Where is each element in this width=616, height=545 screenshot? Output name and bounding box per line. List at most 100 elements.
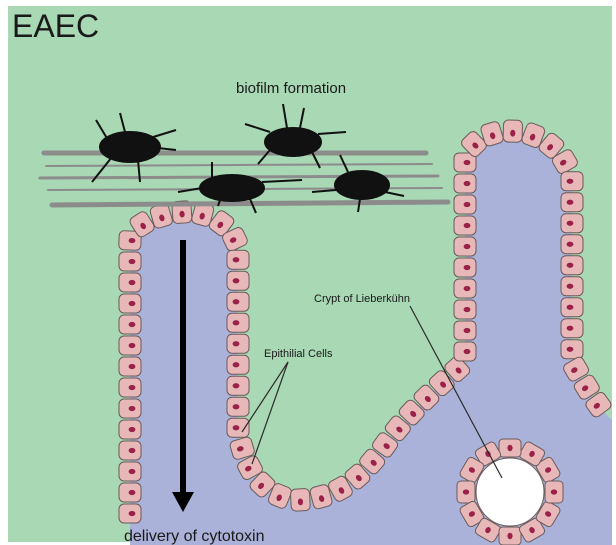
epithelial-cell [119, 420, 141, 439]
cell-nucleus [129, 301, 136, 306]
cell-nucleus [129, 490, 136, 495]
cell-nucleus [507, 445, 512, 451]
epithelial-cell [227, 292, 249, 311]
crypt-lumen [476, 458, 544, 526]
cell-nucleus [567, 305, 574, 310]
epithelial-cell [561, 340, 583, 359]
cell-nucleus [464, 349, 471, 354]
epithelial-cell [119, 315, 141, 334]
cell-nucleus [464, 181, 471, 186]
cell-nucleus [129, 427, 136, 432]
epithelial-cell [454, 237, 476, 256]
crypt-cell [499, 527, 521, 545]
epithelial-cell [454, 279, 476, 298]
cell-nucleus [129, 259, 136, 264]
label-delivery-of-cytotoxin: delivery of cytotoxin [124, 528, 265, 545]
epithelial-cell [454, 216, 476, 235]
epithelial-cell [119, 294, 141, 313]
epithelial-cell [454, 174, 476, 193]
epithelial-cell [119, 504, 141, 523]
epithelial-cell [561, 277, 583, 296]
cell-nucleus [129, 448, 136, 453]
epithelial-cell [119, 378, 141, 397]
epithelial-cell [227, 418, 249, 437]
cell-nucleus [464, 328, 471, 333]
cell-nucleus [567, 242, 574, 247]
epithelial-cell [454, 321, 476, 340]
epithelial-cell [227, 271, 249, 290]
cell-nucleus [129, 406, 136, 411]
cell-nucleus [567, 179, 574, 184]
epithelial-cell [119, 462, 141, 481]
epithelial-cell [119, 357, 141, 376]
cell-nucleus [129, 469, 136, 474]
epithelial-cell [227, 334, 249, 353]
cell-nucleus [567, 284, 574, 289]
cell-nucleus [567, 221, 574, 226]
epithelial-cell [561, 193, 583, 212]
cell-nucleus [129, 322, 136, 327]
epithelial-cell [454, 300, 476, 319]
epithelial-cell [454, 258, 476, 277]
cell-nucleus [233, 362, 240, 367]
cell-nucleus [233, 257, 240, 262]
filament [52, 202, 448, 205]
epithelial-cell [561, 172, 583, 191]
cell-nucleus [567, 263, 574, 268]
epithelial-cell [227, 397, 249, 416]
cell-nucleus [567, 347, 574, 352]
epithelial-cell [119, 441, 141, 460]
title: EAEC [12, 8, 99, 44]
cell-nucleus [129, 364, 136, 369]
cell-nucleus [464, 160, 471, 165]
epithelial-cell [503, 120, 523, 143]
cell-nucleus [507, 533, 512, 539]
epithelial-cell [227, 355, 249, 374]
epithelial-cell [119, 399, 141, 418]
epithelial-cell [561, 319, 583, 338]
cell-nucleus [129, 343, 136, 348]
cell-nucleus [233, 383, 240, 388]
label-epithelial-cells: Epithilial Cells [264, 348, 333, 360]
epithelial-cell [290, 488, 310, 511]
cell-nucleus [233, 425, 240, 430]
cell-nucleus [464, 307, 471, 312]
cell-nucleus [233, 299, 240, 304]
epithelial-cell [454, 195, 476, 214]
cell-nucleus [129, 385, 136, 390]
cell-nucleus [233, 278, 240, 283]
cell-nucleus [464, 286, 471, 291]
cell-nucleus [129, 280, 136, 285]
crypt-cell [499, 439, 521, 457]
epithelial-cell [227, 313, 249, 332]
epithelial-cell [561, 214, 583, 233]
cell-nucleus [567, 200, 574, 205]
epithelial-cell [119, 483, 141, 502]
cell-nucleus [464, 244, 471, 249]
epithelial-cell [561, 298, 583, 317]
cell-nucleus [464, 202, 471, 207]
epithelial-cell [454, 342, 476, 361]
cell-nucleus [464, 265, 471, 270]
cell-nucleus [551, 489, 557, 494]
epithelial-cell [119, 273, 141, 292]
epithelial-cell [227, 250, 249, 269]
epithelial-cell [227, 376, 249, 395]
epithelial-cell [561, 256, 583, 275]
cell-nucleus [464, 223, 471, 228]
crypt-cell [457, 481, 475, 503]
cell-nucleus [129, 511, 136, 516]
crypt-cell [545, 481, 563, 503]
cell-nucleus [233, 341, 240, 346]
epithelial-cell [561, 235, 583, 254]
cell-nucleus [233, 404, 240, 409]
label-biofilm-formation: biofilm formation [236, 80, 346, 97]
epithelial-cell [119, 252, 141, 271]
epithelial-cell [119, 336, 141, 355]
cell-nucleus [567, 326, 574, 331]
cell-nucleus [463, 489, 469, 494]
label-crypt: Crypt of Lieberkühn [314, 293, 410, 305]
cell-nucleus [233, 320, 240, 325]
